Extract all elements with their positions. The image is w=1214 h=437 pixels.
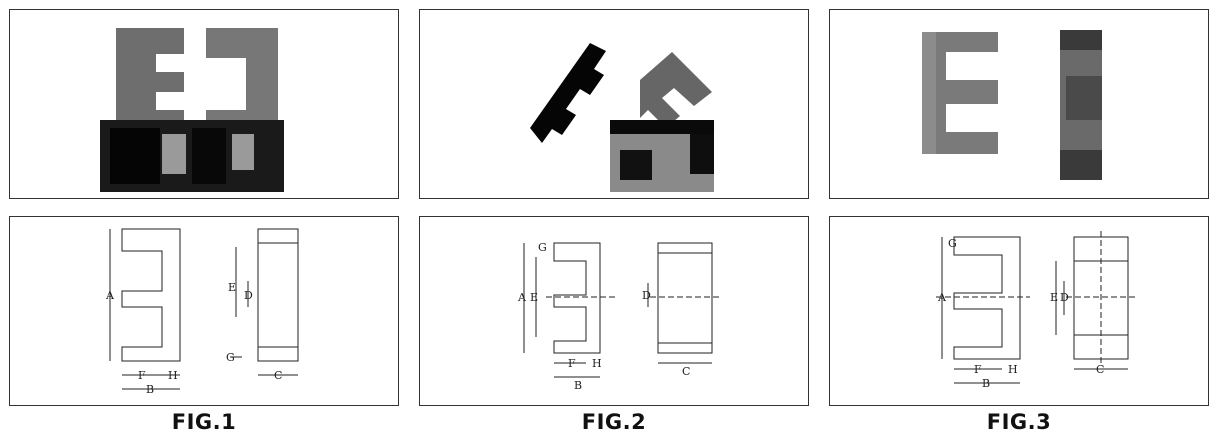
fig1-caption: FIG.1 <box>171 410 237 434</box>
dim-label-f: F <box>138 369 146 382</box>
fig2-caption: FIG.2 <box>581 410 647 434</box>
dim-label-e: E <box>228 281 236 294</box>
dim-label-c: C <box>682 365 690 378</box>
dim-label-b: B <box>574 379 582 392</box>
fig2-dim-labels: A E G D F H B C <box>517 241 690 392</box>
dim-label-d: D <box>642 289 651 302</box>
dim-label-f: F <box>568 357 576 370</box>
dim-label-h: H <box>168 369 178 382</box>
fig2-drawing <box>523 242 720 378</box>
dim-label-b: B <box>982 377 990 390</box>
fig1-photo <box>100 28 284 192</box>
fig2-drawing-panel: A E G D F H B C <box>419 216 809 406</box>
fig2-photo-panel <box>419 9 809 199</box>
dim-label-a: A <box>937 291 947 304</box>
fig1-drawing-panel: A E D G F H B C <box>9 216 399 406</box>
fig1-drawing <box>109 228 299 390</box>
fig3-dim-labels: A G E D F H B C <box>937 237 1104 390</box>
dim-label-d: D <box>1060 291 1069 304</box>
fig2-photo <box>530 43 714 192</box>
dim-label-a: A <box>105 289 115 302</box>
dim-label-g: G <box>948 237 957 250</box>
dim-label-e: E <box>530 291 538 304</box>
fig3-photo <box>922 30 1102 180</box>
fig3-drawing <box>936 231 1136 384</box>
dim-label-b: B <box>146 383 154 396</box>
dim-label-g: G <box>538 241 547 254</box>
fig1-dim-labels: A E D G F H B C <box>105 281 282 396</box>
dim-label-g: G <box>226 351 235 364</box>
dim-label-c: C <box>274 369 282 382</box>
dim-label-a: A <box>517 291 527 304</box>
fig3-drawing-panel: A G E D F H B C <box>829 216 1209 406</box>
dim-label-f: F <box>974 363 982 376</box>
fig3-caption: FIG.3 <box>986 410 1052 434</box>
dim-label-d: D <box>244 289 253 302</box>
dim-label-e: E <box>1050 291 1058 304</box>
fig3-photo-panel <box>829 9 1209 199</box>
fig1-photo-panel <box>9 9 399 199</box>
dim-label-h: H <box>1008 363 1018 376</box>
dim-label-h: H <box>592 357 602 370</box>
dim-label-c: C <box>1096 363 1104 376</box>
